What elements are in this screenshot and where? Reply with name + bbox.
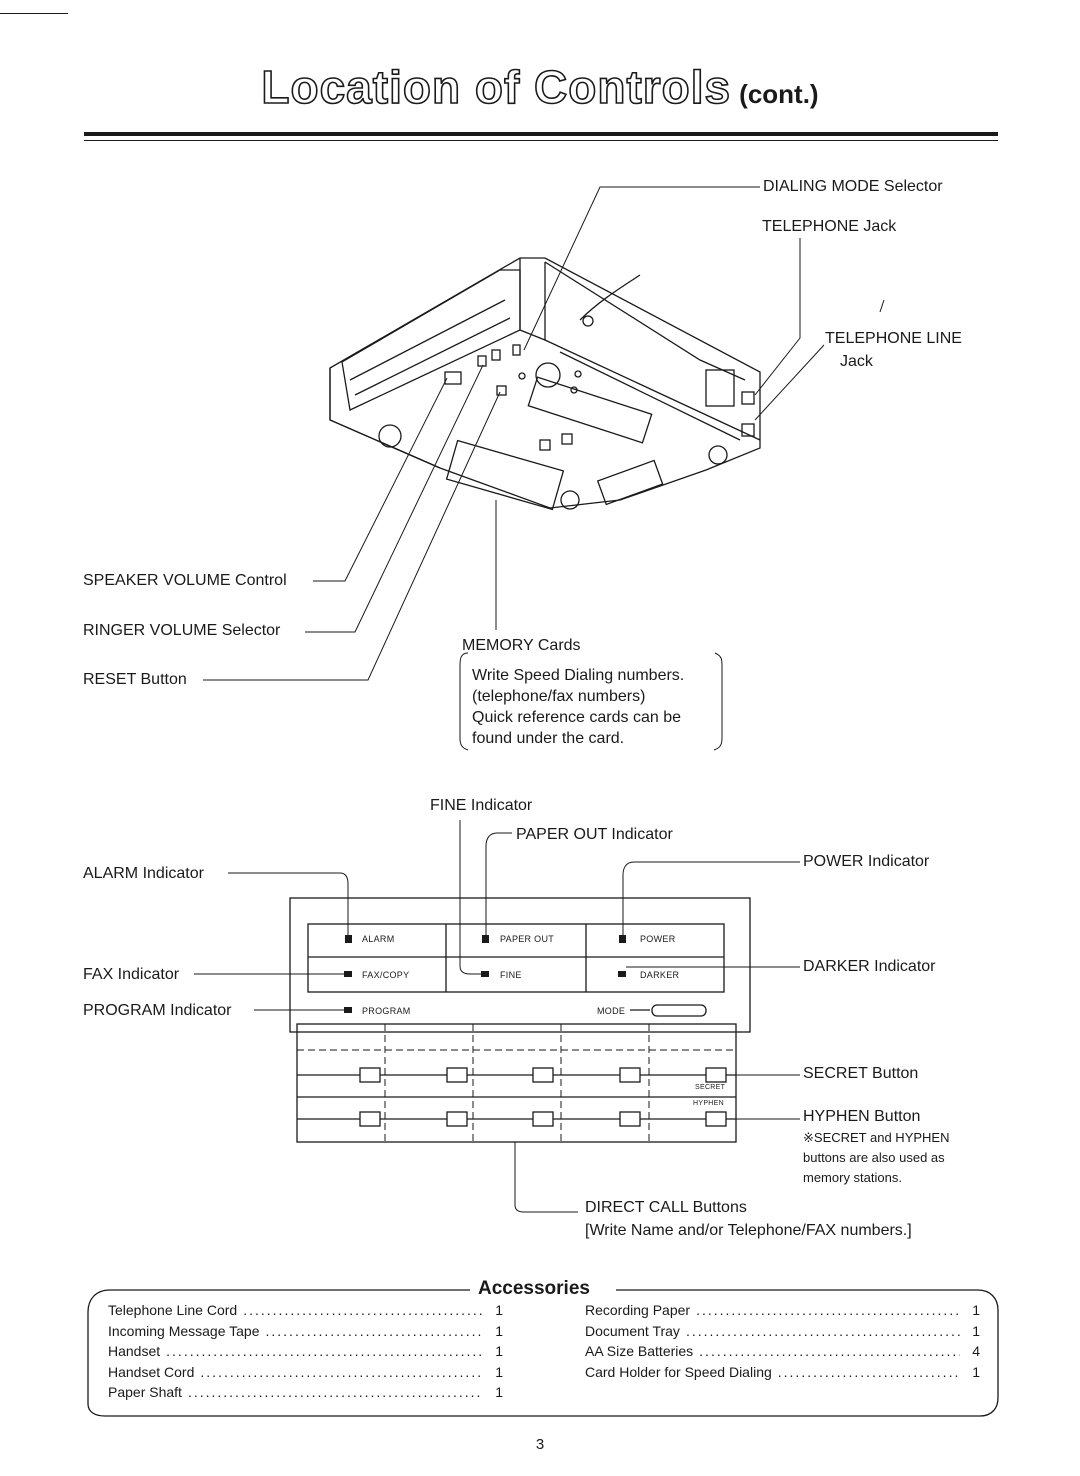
callout-telephone-jack: TELEPHONE Jack <box>762 218 897 235</box>
accessories-left-list: Telephone Line Cord ....................… <box>108 1300 503 1403</box>
dot-leader: ........................................… <box>166 1343 483 1359</box>
accessory-row: Card Holder for Speed Dialing ..........… <box>585 1362 980 1383</box>
callout-memory-cards: MEMORY Cards <box>462 637 581 654</box>
page-number: 3 <box>535 1436 545 1453</box>
accessory-row: Document Tray ..........................… <box>585 1321 980 1342</box>
page-title-cont: (cont.) <box>739 79 819 109</box>
callout-telephone-line: TELEPHONE LINE <box>825 330 962 347</box>
accessory-name: Handset Cord <box>108 1363 195 1380</box>
dot-leader: ........................................… <box>187 1384 483 1400</box>
callout-ringer-volume: RINGER VOLUME Selector <box>83 622 281 639</box>
callout-dialing-mode: DIALING MODE Selector <box>763 178 943 195</box>
accessory-row: Incoming Message Tape ..................… <box>108 1321 503 1342</box>
memory-note-line: Quick reference cards can be <box>472 709 681 726</box>
accessory-qty: 1 <box>495 1363 503 1380</box>
accessory-name: Card Holder for Speed Dialing <box>585 1363 772 1380</box>
accessory-qty: 1 <box>972 1302 980 1318</box>
title-rule <box>84 132 998 136</box>
accessory-qty: 1 <box>972 1322 980 1339</box>
accessory-row: Handset ................................… <box>108 1341 503 1362</box>
accessory-name: Incoming Message Tape <box>108 1322 260 1339</box>
accessory-row: AA Size Batteries ......................… <box>585 1341 980 1362</box>
panel-label-hyphen: HYPHEN <box>693 1100 724 1107</box>
accessory-qty: 1 <box>972 1363 980 1380</box>
panel-label-alarm: ALARM <box>362 934 395 944</box>
top-corner-rule <box>0 13 68 14</box>
accessory-row: Recording Paper ........................… <box>585 1300 980 1321</box>
callout-fax-indicator: FAX Indicator <box>83 966 180 983</box>
dot-leader: ........................................… <box>265 1322 484 1339</box>
dot-leader: ........................................… <box>685 1322 960 1339</box>
accessory-name: Paper Shaft <box>108 1384 182 1400</box>
accessory-row: Handset Cord ...........................… <box>108 1362 503 1383</box>
callout-hyphen-button: HYPHEN Button <box>803 1108 921 1125</box>
callout-program-indicator: PROGRAM Indicator <box>83 1002 232 1019</box>
callout-fine-indicator: FINE Indicator <box>430 797 533 814</box>
panel-label-fine: FINE <box>500 970 522 980</box>
memory-note: Write Speed Dialing numbers. (telephone/… <box>472 665 684 749</box>
panel-label-fax-copy: FAX/COPY <box>362 970 410 980</box>
accessory-name: AA Size Batteries <box>585 1343 694 1359</box>
callout-reset-button: RESET Button <box>83 671 187 688</box>
secret-note-line: ※SECRET and HYPHEN <box>803 1130 950 1145</box>
panel-label-paper-out: PAPER OUT <box>500 934 555 944</box>
accessory-qty: 4 <box>972 1343 980 1359</box>
callout-telephone-line-jack: Jack <box>840 353 873 370</box>
panel-label-darker: DARKER <box>640 970 680 980</box>
callout-secret-button: SECRET Button <box>803 1065 919 1082</box>
memory-note-line: Write Speed Dialing numbers. <box>472 667 685 684</box>
memory-note-line: found under the card. <box>472 730 625 747</box>
memory-note-line: (telephone/fax numbers) <box>472 688 646 705</box>
dot-leader: ........................................… <box>699 1343 960 1359</box>
callout-power-indicator: POWER Indicator <box>803 853 930 870</box>
secret-hyphen-note: ※SECRET and HYPHEN buttons are also used… <box>803 1128 949 1188</box>
panel-label-program: PROGRAM <box>362 1006 411 1016</box>
accessory-name: Telephone Line Cord <box>108 1302 238 1318</box>
accessory-name: Handset <box>108 1343 161 1359</box>
page-title-main: Location of Controls <box>261 60 732 114</box>
accessory-row: Paper Shaft ............................… <box>108 1382 503 1403</box>
title-rule-thin <box>84 140 998 141</box>
secret-note-line: buttons are also used as <box>803 1150 945 1165</box>
callout-alarm-indicator: ALARM Indicator <box>83 865 204 882</box>
accessory-row: Telephone Line Cord ....................… <box>108 1300 503 1321</box>
accessory-qty: 1 <box>495 1302 503 1318</box>
panel-label-mode: MODE <box>597 1006 626 1016</box>
accessory-qty: 1 <box>495 1322 503 1339</box>
accessory-name: Recording Paper <box>585 1302 691 1318</box>
accessory-name: Document Tray <box>585 1322 680 1339</box>
page-title: Location of Controls(cont.) <box>0 60 1080 114</box>
accessory-qty: 1 <box>495 1343 503 1359</box>
callout-paper-out-indicator: PAPER OUT Indicator <box>516 826 673 843</box>
secret-note-line: memory stations. <box>803 1170 902 1185</box>
accessories-right-list: Recording Paper ........................… <box>585 1300 980 1382</box>
dot-leader: ........................................… <box>777 1363 960 1380</box>
dot-leader: ........................................… <box>696 1302 960 1318</box>
dot-leader: ........................................… <box>243 1302 483 1318</box>
callout-darker-indicator: DARKER Indicator <box>803 958 936 975</box>
panel-label-power: POWER <box>640 934 676 944</box>
dot-leader: ........................................… <box>200 1363 483 1380</box>
accessories-title: Accessories <box>478 1278 590 1299</box>
callout-direct-call-buttons: DIRECT CALL Buttons <box>585 1199 747 1216</box>
panel-label-secret: SECRET <box>695 1084 726 1091</box>
accessory-qty: 1 <box>495 1384 503 1400</box>
direct-call-note: [Write Name and/or Telephone/FAX numbers… <box>585 1222 912 1239</box>
callout-speaker-volume: SPEAKER VOLUME Control <box>83 572 287 589</box>
